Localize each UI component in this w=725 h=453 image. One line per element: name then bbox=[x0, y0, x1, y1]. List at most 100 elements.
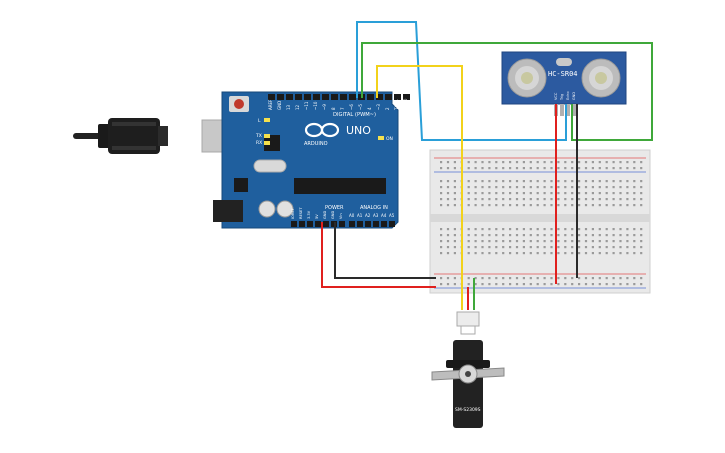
breadboard-hole[interactable] bbox=[536, 283, 539, 286]
breadboard-hole[interactable] bbox=[571, 204, 574, 207]
breadboard-hole[interactable] bbox=[578, 204, 581, 207]
breadboard-hole[interactable] bbox=[529, 252, 532, 255]
breadboard-hole[interactable] bbox=[584, 240, 588, 243]
breadboard-hole[interactable] bbox=[515, 277, 519, 280]
breadboard-hole[interactable] bbox=[536, 161, 539, 164]
breadboard-hole[interactable] bbox=[591, 252, 594, 255]
breadboard-hole[interactable] bbox=[626, 234, 629, 237]
breadboard-hole[interactable] bbox=[509, 192, 512, 195]
breadboard-hole[interactable] bbox=[633, 167, 636, 170]
breadboard-hole[interactable] bbox=[440, 240, 443, 243]
breadboard-hole[interactable] bbox=[467, 283, 470, 286]
breadboard-hole[interactable] bbox=[529, 198, 532, 201]
breadboard-hole[interactable] bbox=[640, 240, 643, 243]
breadboard-hole[interactable] bbox=[550, 252, 553, 255]
breadboard-hole[interactable] bbox=[446, 234, 450, 237]
breadboard-hole[interactable] bbox=[550, 198, 553, 201]
breadboard-hole[interactable] bbox=[502, 198, 505, 201]
breadboard-hole[interactable] bbox=[598, 167, 601, 170]
breadboard-hole[interactable] bbox=[488, 180, 491, 183]
breadboard-hole[interactable] bbox=[495, 192, 498, 195]
breadboard-hole[interactable] bbox=[488, 186, 491, 189]
breadboard-hole[interactable] bbox=[571, 167, 574, 170]
breadboard-hole[interactable] bbox=[515, 228, 519, 231]
breadboard-hole[interactable] bbox=[488, 161, 491, 164]
digital-pin-socket[interactable] bbox=[385, 94, 392, 100]
breadboard-hole[interactable] bbox=[446, 204, 450, 207]
breadboard-hole[interactable] bbox=[550, 240, 553, 243]
breadboard-hole[interactable] bbox=[440, 161, 443, 164]
breadboard-hole[interactable] bbox=[584, 167, 588, 170]
breadboard-hole[interactable] bbox=[481, 161, 484, 164]
breadboard-hole[interactable] bbox=[515, 252, 519, 255]
breadboard-hole[interactable] bbox=[543, 240, 546, 243]
breadboard-hole[interactable] bbox=[584, 252, 588, 255]
breadboard-hole[interactable] bbox=[502, 161, 505, 164]
breadboard-hole[interactable] bbox=[502, 240, 505, 243]
breadboard-hole[interactable] bbox=[584, 228, 588, 231]
breadboard-hole[interactable] bbox=[564, 180, 567, 183]
breadboard-hole[interactable] bbox=[474, 186, 477, 189]
breadboard-hole[interactable] bbox=[626, 252, 629, 255]
breadboard-hole[interactable] bbox=[557, 186, 560, 189]
breadboard-hole[interactable] bbox=[598, 240, 601, 243]
breadboard-hole[interactable] bbox=[640, 180, 643, 183]
breadboard-hole[interactable] bbox=[550, 228, 553, 231]
breadboard-hole[interactable] bbox=[453, 167, 456, 170]
breadboard-hole[interactable] bbox=[446, 228, 450, 231]
breadboard-hole[interactable] bbox=[543, 228, 546, 231]
breadboard-hole[interactable] bbox=[440, 198, 443, 201]
breadboard-hole[interactable] bbox=[578, 240, 581, 243]
breadboard-hole[interactable] bbox=[474, 252, 477, 255]
breadboard-hole[interactable] bbox=[619, 228, 622, 231]
breadboard-hole[interactable] bbox=[605, 204, 608, 207]
breadboard-hole[interactable] bbox=[543, 192, 546, 195]
breadboard-hole[interactable] bbox=[564, 192, 567, 195]
breadboard-hole[interactable] bbox=[557, 167, 560, 170]
breadboard-hole[interactable] bbox=[522, 234, 525, 237]
digital-pin-socket[interactable] bbox=[286, 94, 293, 100]
breadboard-hole[interactable] bbox=[481, 283, 484, 286]
breadboard-hole[interactable] bbox=[591, 204, 594, 207]
breadboard-hole[interactable] bbox=[446, 246, 450, 249]
breadboard-hole[interactable] bbox=[515, 186, 519, 189]
breadboard-hole[interactable] bbox=[612, 283, 615, 286]
breadboard-hole[interactable] bbox=[564, 198, 567, 201]
breadboard-hole[interactable] bbox=[536, 277, 539, 280]
breadboard-hole[interactable] bbox=[515, 246, 519, 249]
breadboard-hole[interactable] bbox=[543, 180, 546, 183]
breadboard-hole[interactable] bbox=[467, 240, 470, 243]
breadboard-hole[interactable] bbox=[495, 198, 498, 201]
breadboard-hole[interactable] bbox=[633, 204, 636, 207]
breadboard-hole[interactable] bbox=[640, 167, 643, 170]
breadboard-hole[interactable] bbox=[488, 234, 491, 237]
breadboard-hole[interactable] bbox=[633, 192, 636, 195]
breadboard-hole[interactable] bbox=[619, 283, 622, 286]
breadboard-hole[interactable] bbox=[522, 252, 525, 255]
breadboard-hole[interactable] bbox=[453, 246, 456, 249]
breadboard-hole[interactable] bbox=[591, 246, 594, 249]
breadboard-hole[interactable] bbox=[633, 234, 636, 237]
breadboard-hole[interactable] bbox=[509, 204, 512, 207]
breadboard-hole[interactable] bbox=[557, 204, 560, 207]
breadboard-hole[interactable] bbox=[640, 252, 643, 255]
breadboard-hole[interactable] bbox=[440, 204, 443, 207]
breadboard-hole[interactable] bbox=[564, 277, 567, 280]
breadboard-hole[interactable] bbox=[605, 192, 608, 195]
breadboard-hole[interactable] bbox=[557, 228, 560, 231]
breadboard-hole[interactable] bbox=[515, 198, 519, 201]
breadboard-hole[interactable] bbox=[515, 167, 519, 170]
breadboard-hole[interactable] bbox=[446, 252, 450, 255]
breadboard-hole[interactable] bbox=[605, 198, 608, 201]
breadboard-hole[interactable] bbox=[557, 161, 560, 164]
breadboard-hole[interactable] bbox=[495, 228, 498, 231]
breadboard-hole[interactable] bbox=[633, 283, 636, 286]
digital-pin-socket[interactable] bbox=[295, 94, 302, 100]
breadboard-hole[interactable] bbox=[502, 204, 505, 207]
breadboard-hole[interactable] bbox=[522, 283, 525, 286]
breadboard-hole[interactable] bbox=[584, 204, 588, 207]
breadboard-hole[interactable] bbox=[584, 234, 588, 237]
breadboard-hole[interactable] bbox=[598, 277, 601, 280]
breadboard-hole[interactable] bbox=[453, 240, 456, 243]
breadboard-hole[interactable] bbox=[474, 277, 477, 280]
